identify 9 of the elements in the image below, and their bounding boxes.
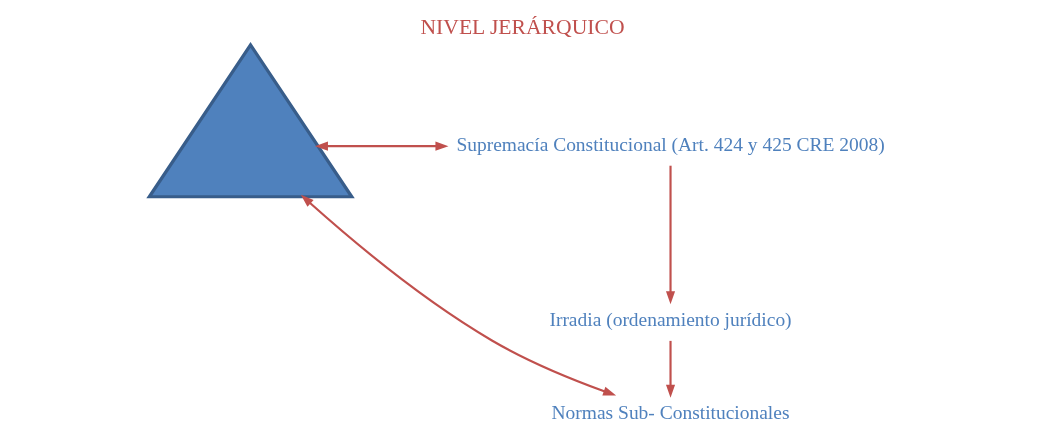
node-text: Supremacía Constitucional (Art. 424 y 425 CRE 2008) (456, 133, 885, 155)
diagram-title: NIVEL JERÁRQUICO (420, 15, 625, 40)
arrow (300, 194, 617, 396)
arrow (314, 141, 449, 151)
arrow (665, 165, 676, 305)
node-triangle (146, 42, 355, 199)
node-text: Normas Sub- Constitucionales (551, 401, 790, 423)
node-text: Irradia (ordenamiento jurídico) (549, 308, 792, 330)
arrow (665, 340, 676, 398)
